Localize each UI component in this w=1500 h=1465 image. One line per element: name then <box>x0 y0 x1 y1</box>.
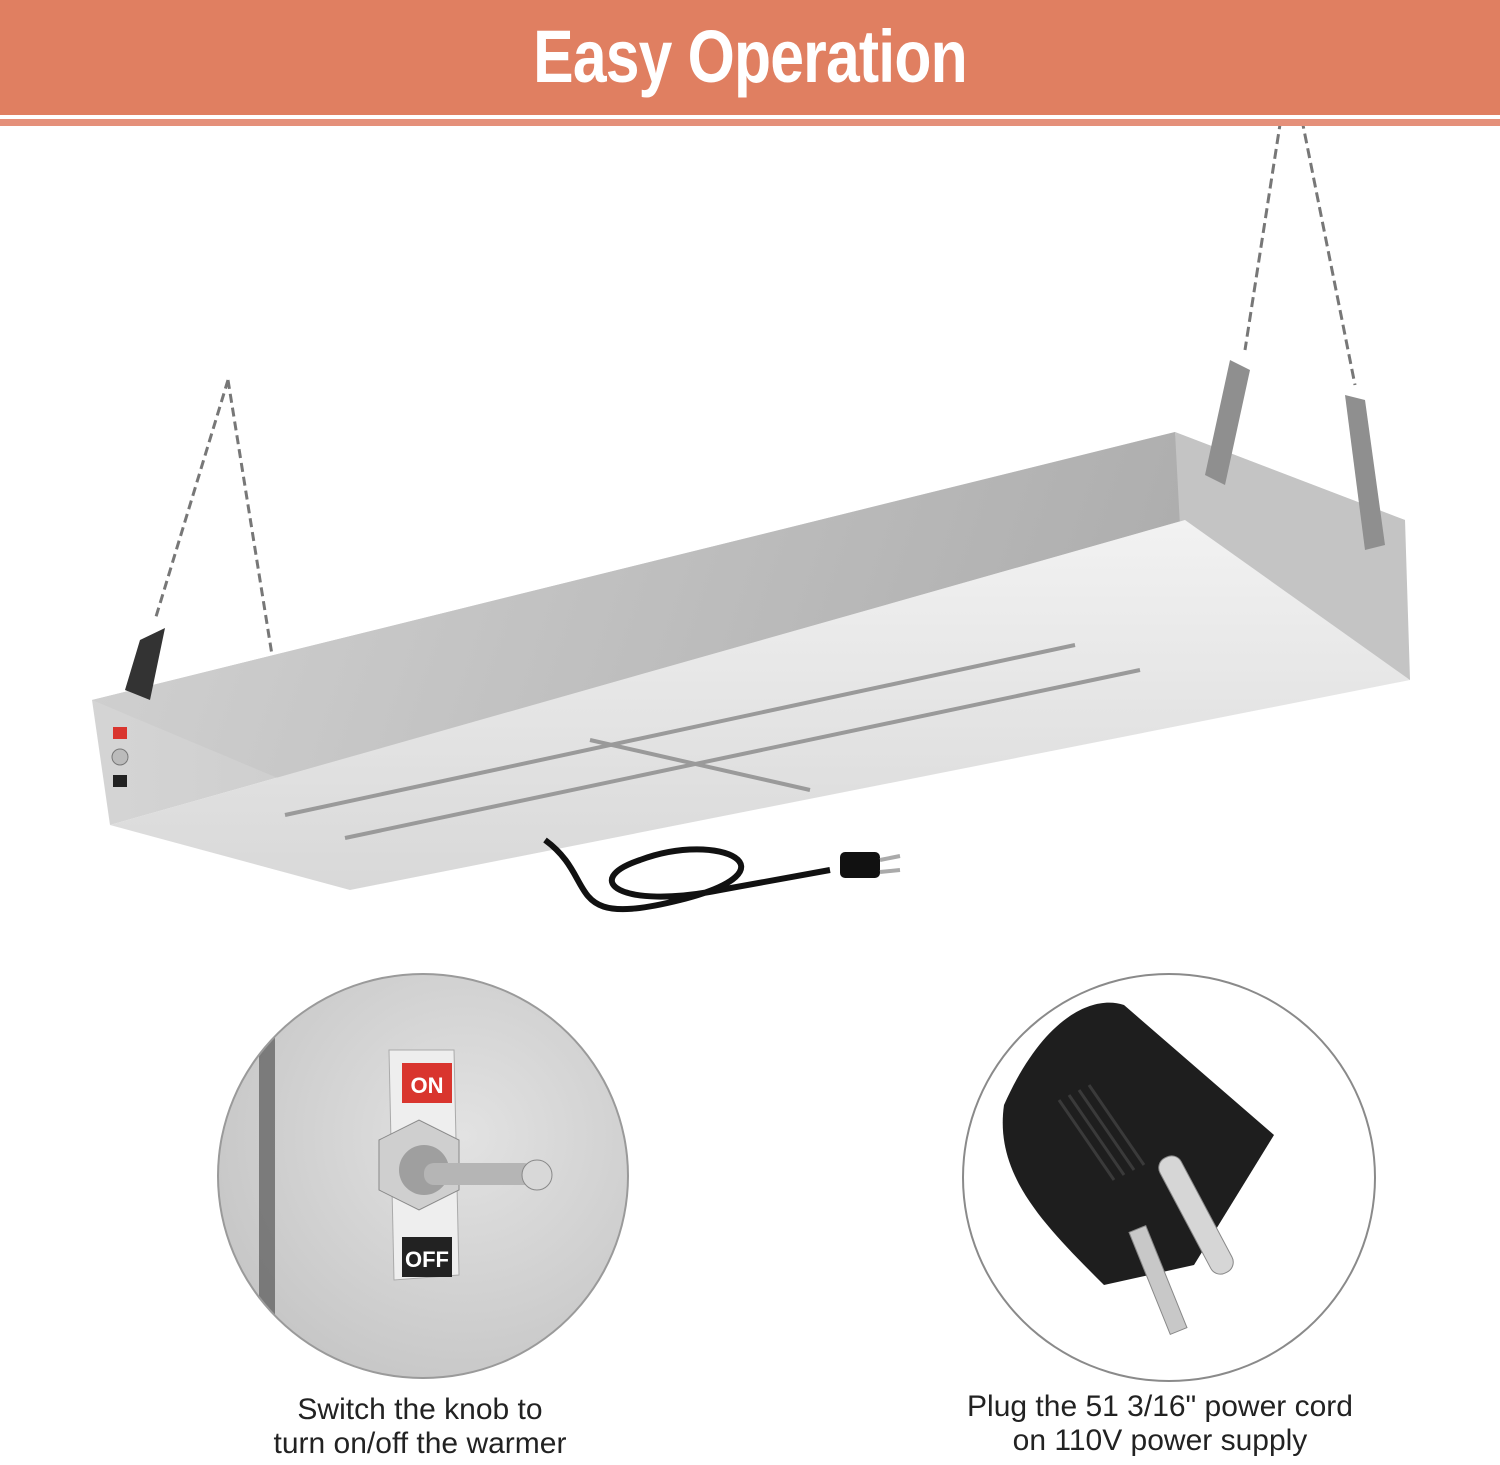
banner-divider <box>0 115 1500 119</box>
hanging-chain-right <box>1243 126 1357 386</box>
on-label: ON <box>411 1073 444 1098</box>
hanging-chain-left <box>153 379 274 656</box>
switch-caption: Switch the knob to turn on/off the warme… <box>200 1393 640 1461</box>
switch-detail-circle: ON OFF <box>217 973 629 1379</box>
toggle-switch-icon: ON OFF <box>259 1035 553 1335</box>
switch-caption-line1: Switch the knob to <box>297 1393 543 1426</box>
page-title: Easy Operation <box>533 15 967 98</box>
plug-caption-line2: on 110V power supply <box>1012 1424 1308 1457</box>
power-plug-icon <box>1002 1002 1274 1336</box>
off-label: OFF <box>405 1247 449 1272</box>
food-warmer-illustration <box>92 126 1410 913</box>
plug-detail-circle <box>962 973 1376 1382</box>
header-banner: Easy Operation <box>0 0 1500 115</box>
plug-caption: Plug the 51 3/16" power cord on 110V pow… <box>900 1390 1420 1458</box>
banner-divider-accent <box>0 119 1500 126</box>
switch-caption-line2: turn on/off the warmer <box>273 1427 567 1460</box>
plug-caption-line1: Plug the 51 3/16" power cord <box>967 1390 1353 1423</box>
